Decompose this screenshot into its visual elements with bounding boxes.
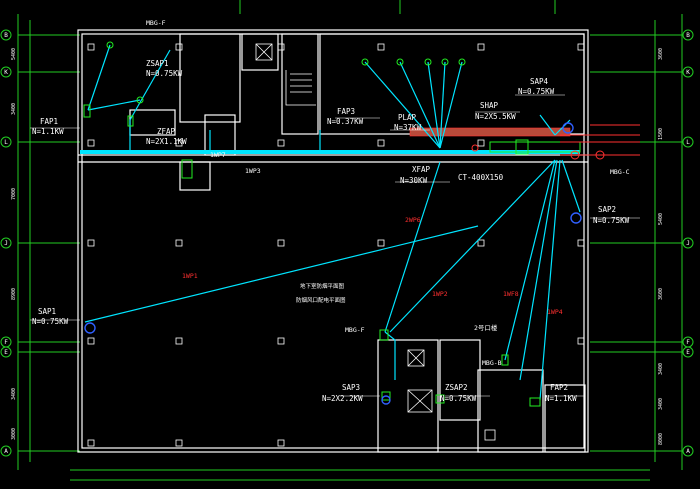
dim-left-2: 7000: [11, 188, 17, 200]
building-walls: [77, 29, 589, 453]
label-sap2-power: N=0.75KW: [593, 216, 630, 225]
label-zsap1: ZSAP1: [146, 59, 169, 68]
axis-bubbles-left: [0, 29, 12, 457]
dim-left-5: 3000: [11, 428, 17, 440]
label-xfap-power: N=30KW: [400, 176, 428, 185]
label-1wp2: 1WP2: [432, 290, 448, 298]
dim-right-6: 8000: [658, 433, 664, 445]
axis-right-6: A: [686, 448, 690, 455]
label-shap: SHAP: [480, 101, 499, 110]
label-1wp4: 1WP4: [547, 308, 563, 316]
label-zsap2: ZSAP2: [445, 383, 468, 392]
dim-right-5: 3400: [658, 398, 664, 410]
label-1wp7: 1WP7: [210, 151, 226, 159]
dim-left-1: 3400: [11, 103, 17, 115]
dim-left-0: 5400: [11, 48, 17, 60]
label-sap3-power: N=2X2.2KW: [322, 394, 363, 403]
axis-right-0: B: [686, 32, 690, 39]
label-mbg-c: MBG-C: [610, 168, 630, 176]
leader-lines: [30, 94, 640, 397]
axis-right-4: F: [686, 339, 690, 346]
axis-left-3: J: [4, 240, 8, 247]
label-2wp6: 2WP6: [405, 216, 421, 224]
label-mbg-f-mid: MBG-F: [345, 326, 365, 334]
label-fap2-power: N=1.1KW: [545, 394, 577, 403]
label-sap4: SAP4: [530, 77, 549, 86]
label-sap1-power: N=0.75KW: [32, 317, 69, 326]
center-title: 地下室防烟平面图: [300, 282, 345, 290]
label-fap1: FAP1: [40, 117, 58, 126]
equipment-markers: [83, 41, 541, 407]
axis-right-2: L: [686, 139, 690, 146]
stair-details: [255, 43, 496, 441]
dim-right-4: 3400: [658, 363, 664, 375]
axis-right-1: K: [686, 69, 690, 76]
label-plap-power: N=37KW: [394, 123, 422, 132]
label-sap2: SAP2: [598, 205, 616, 214]
label-sap1: SAP1: [38, 307, 56, 316]
axis-left-0: B: [4, 32, 8, 39]
label-mbg-f-top: MBG-F: [146, 19, 166, 27]
dim-right-3: 3600: [658, 288, 664, 300]
structural-columns: [87, 43, 585, 447]
cable-runs: [84, 44, 581, 401]
label-sap4-power: N=0.75KW: [518, 87, 555, 96]
dim-right-1: 1500: [658, 128, 664, 140]
label-xfap: XFAP: [412, 165, 431, 174]
axis-right-5: E: [686, 349, 690, 356]
label-fap1-power: N=1.1KW: [32, 127, 64, 136]
label-zsap2-power: N=0.75KW: [440, 394, 477, 403]
label-zfap-power: N=2X1.1KW: [146, 137, 187, 146]
label-stair-no: 2号口楼: [474, 323, 498, 332]
dim-left-4: 3400: [11, 388, 17, 400]
label-fap2: FAP2: [550, 383, 568, 392]
label-1wp1: 1WP1: [182, 272, 198, 280]
red-tags: [471, 144, 605, 160]
axis-left-5: E: [4, 349, 8, 356]
axis-left-1: K: [4, 69, 8, 76]
dim-right-2: 5400: [658, 213, 664, 225]
label-plap: PLAP: [398, 113, 417, 122]
axis-bubbles-right: [682, 29, 694, 457]
center-subtitle: 防烟风口配电平面图: [296, 296, 346, 304]
dim-right-0: 3600: [658, 48, 664, 60]
blue-terminals: [84, 122, 582, 405]
label-1wp3: 1WP3: [245, 167, 261, 175]
label-mbg-b: MBG-B: [482, 359, 502, 367]
axis-left-2: L: [4, 139, 8, 146]
label-zfap: ZFAP: [157, 127, 176, 136]
axis-right-3: J: [686, 240, 690, 247]
label-ct: CT-400X150: [458, 173, 504, 182]
axis-left-6: A: [4, 448, 8, 455]
axis-left-4: F: [4, 339, 8, 346]
label-fap3-power: N=0.37KW: [327, 117, 364, 126]
label-shap-power: N=2X5.5KW: [475, 112, 516, 121]
label-zsap1-power: N=0.75KW: [146, 69, 183, 78]
dim-left-3: 8900: [11, 288, 17, 300]
label-sap3: SAP3: [342, 383, 360, 392]
label-1wf8: 1WF8: [503, 290, 519, 298]
label-fap3: FAP3: [337, 107, 355, 116]
